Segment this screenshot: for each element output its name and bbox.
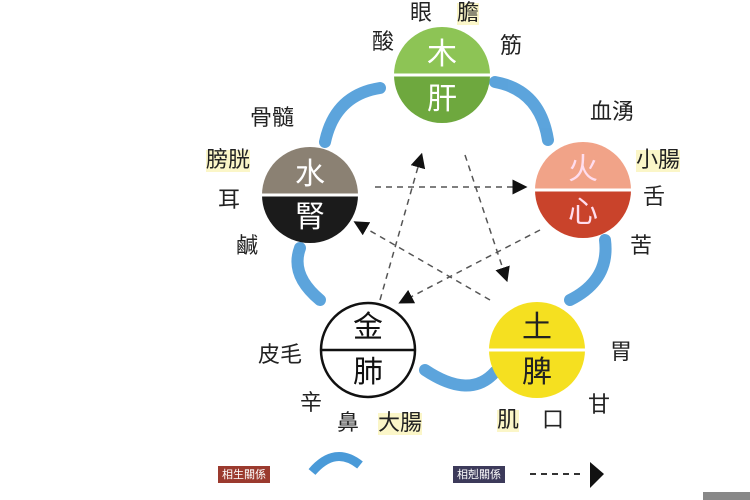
legend-controlling-label: 相剋關係 — [453, 466, 505, 483]
label-tongue: 舌 — [643, 185, 666, 210]
fire-to-metal-line — [398, 229, 541, 304]
metal-organ: 肺 — [353, 355, 383, 390]
water-to-wood-arrow — [319, 82, 386, 148]
label-small-intestine: 小腸 — [636, 148, 681, 173]
label-bitter: 苦 — [630, 234, 653, 259]
label-eye: 眼 — [410, 1, 433, 26]
label-large-intestine: 大腸 — [378, 411, 423, 436]
metal-element: 金 — [353, 310, 383, 345]
water-element: 水 — [295, 157, 325, 192]
fire-element: 火 — [568, 152, 598, 187]
controlling-lines — [353, 152, 541, 304]
label-muscle: 肌 — [497, 408, 520, 433]
corner-bar — [703, 492, 750, 500]
legend-arrowhead — [590, 462, 604, 488]
water-organ: 腎 — [295, 200, 325, 235]
label-blood: 血湧 — [590, 100, 635, 125]
label-stomach: 胃 — [610, 340, 633, 365]
label-salty: 鹹 — [236, 234, 259, 259]
fire-to-earth-arrow — [564, 234, 612, 306]
label-pungent: 辛 — [300, 391, 323, 416]
label-sweet: 甘 — [588, 393, 611, 418]
label-skin-hair: 皮毛 — [258, 343, 303, 368]
earth-organ: 脾 — [522, 355, 552, 390]
earth-to-metal-arrow — [419, 364, 501, 392]
label-nose: 鼻 — [337, 411, 360, 436]
wood-element: 木 — [427, 37, 457, 72]
label-bone-marrow: 骨髓 — [250, 106, 295, 131]
earth-to-water-line — [353, 221, 491, 301]
label-sour: 酸 — [372, 30, 395, 55]
wood-to-earth-line — [464, 154, 510, 283]
generating-arrows — [291, 76, 612, 392]
wood-organ: 肝 — [427, 82, 457, 117]
label-mouth: 口 — [542, 408, 565, 433]
earth-element: 土 — [522, 310, 552, 345]
wood-to-fire-arrow — [489, 76, 554, 146]
label-ear: 耳 — [218, 188, 241, 213]
label-gallbladder: 膽 — [457, 1, 480, 26]
label-tendon: 筋 — [500, 34, 523, 59]
metal-to-water-arrow — [291, 242, 326, 306]
legend-generating-label: 相生關係 — [218, 466, 270, 483]
metal-to-wood-line — [379, 152, 426, 301]
legend-generating-arrow — [308, 452, 363, 476]
fire-organ: 心 — [568, 195, 598, 230]
label-bladder: 膀胱 — [206, 148, 251, 173]
